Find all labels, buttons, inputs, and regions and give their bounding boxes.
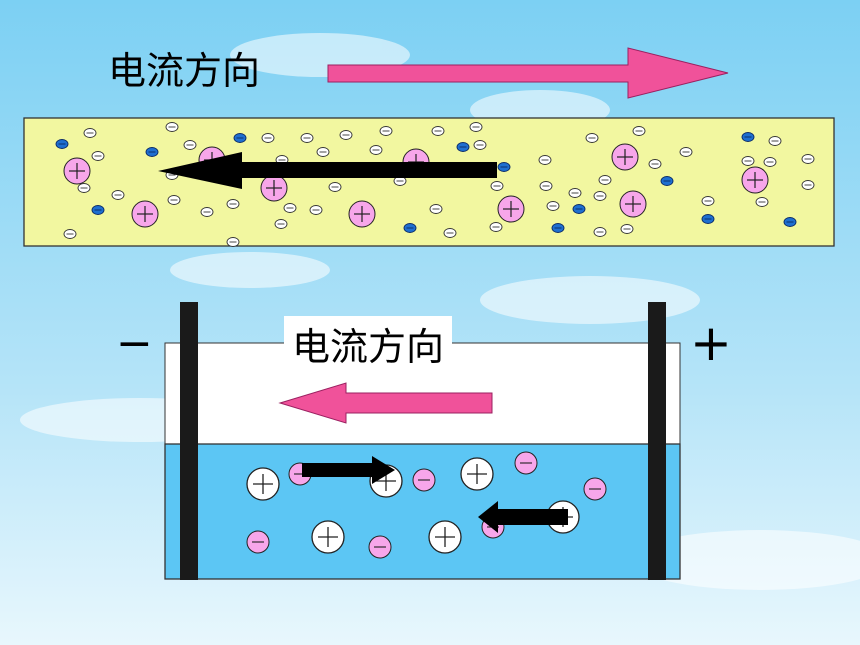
electrolyte [164,443,681,580]
cation-flow-arrow [302,456,395,484]
top-current-arrow [327,47,729,99]
metal-wire [23,117,835,247]
anion-flow-arrow [478,501,568,533]
positive-electrode [648,302,666,580]
negative-electrode [180,302,198,580]
negative-terminal-sign: − [116,318,153,369]
cell-current-arrow [278,382,493,424]
positive-terminal-sign: + [690,314,732,372]
electron-flow-arrow [158,152,497,189]
top-current-direction-label: 电流方向 [108,49,261,93]
cell-current-direction-label: 电流方向 [284,316,453,371]
